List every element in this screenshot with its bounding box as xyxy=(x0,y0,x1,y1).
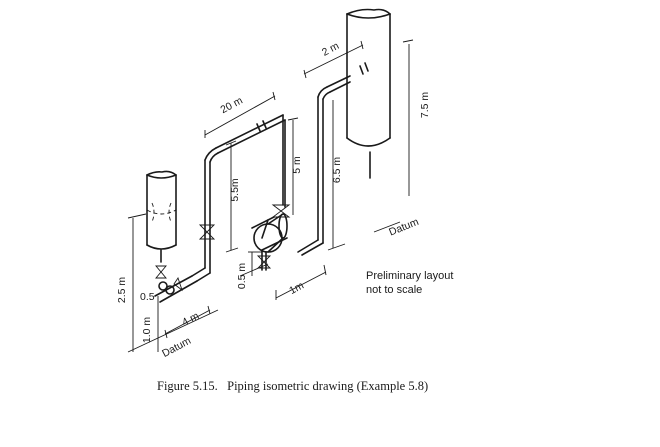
dim-5m: 5 m xyxy=(291,156,303,174)
dim-0-5-left: 0.5 xyxy=(140,291,155,303)
note-line-1: Preliminary layout xyxy=(366,270,453,282)
note-line-2: not to scale xyxy=(366,284,422,296)
dim-2m: 2 m xyxy=(320,40,341,59)
dim-0-5m: 0.5 m xyxy=(236,263,248,290)
dimension-lines xyxy=(127,39,414,353)
dim-4m: 4 m xyxy=(180,310,201,329)
dim-1m: 1m xyxy=(287,280,306,298)
long-horizontal-run xyxy=(215,114,286,208)
datum-left: Datum xyxy=(160,335,193,360)
left-outlet-assembly xyxy=(154,147,219,303)
dim-1-0m: 1.0 m xyxy=(141,317,153,344)
pump xyxy=(251,204,291,271)
dim-7-5m: 7.5 m xyxy=(419,92,431,119)
left-vessel xyxy=(146,170,177,263)
dim-5-5m: 5.5m xyxy=(229,178,241,202)
dim-6-5m: 6.5 m xyxy=(331,157,343,184)
dim-2-5m: 2.5 m xyxy=(116,277,128,304)
right-column xyxy=(346,8,391,179)
figure-caption: Figure 5.15. Piping isometric drawing (E… xyxy=(157,379,428,393)
datum-right: Datum xyxy=(387,216,420,239)
dim-20m: 20 m xyxy=(218,94,244,116)
